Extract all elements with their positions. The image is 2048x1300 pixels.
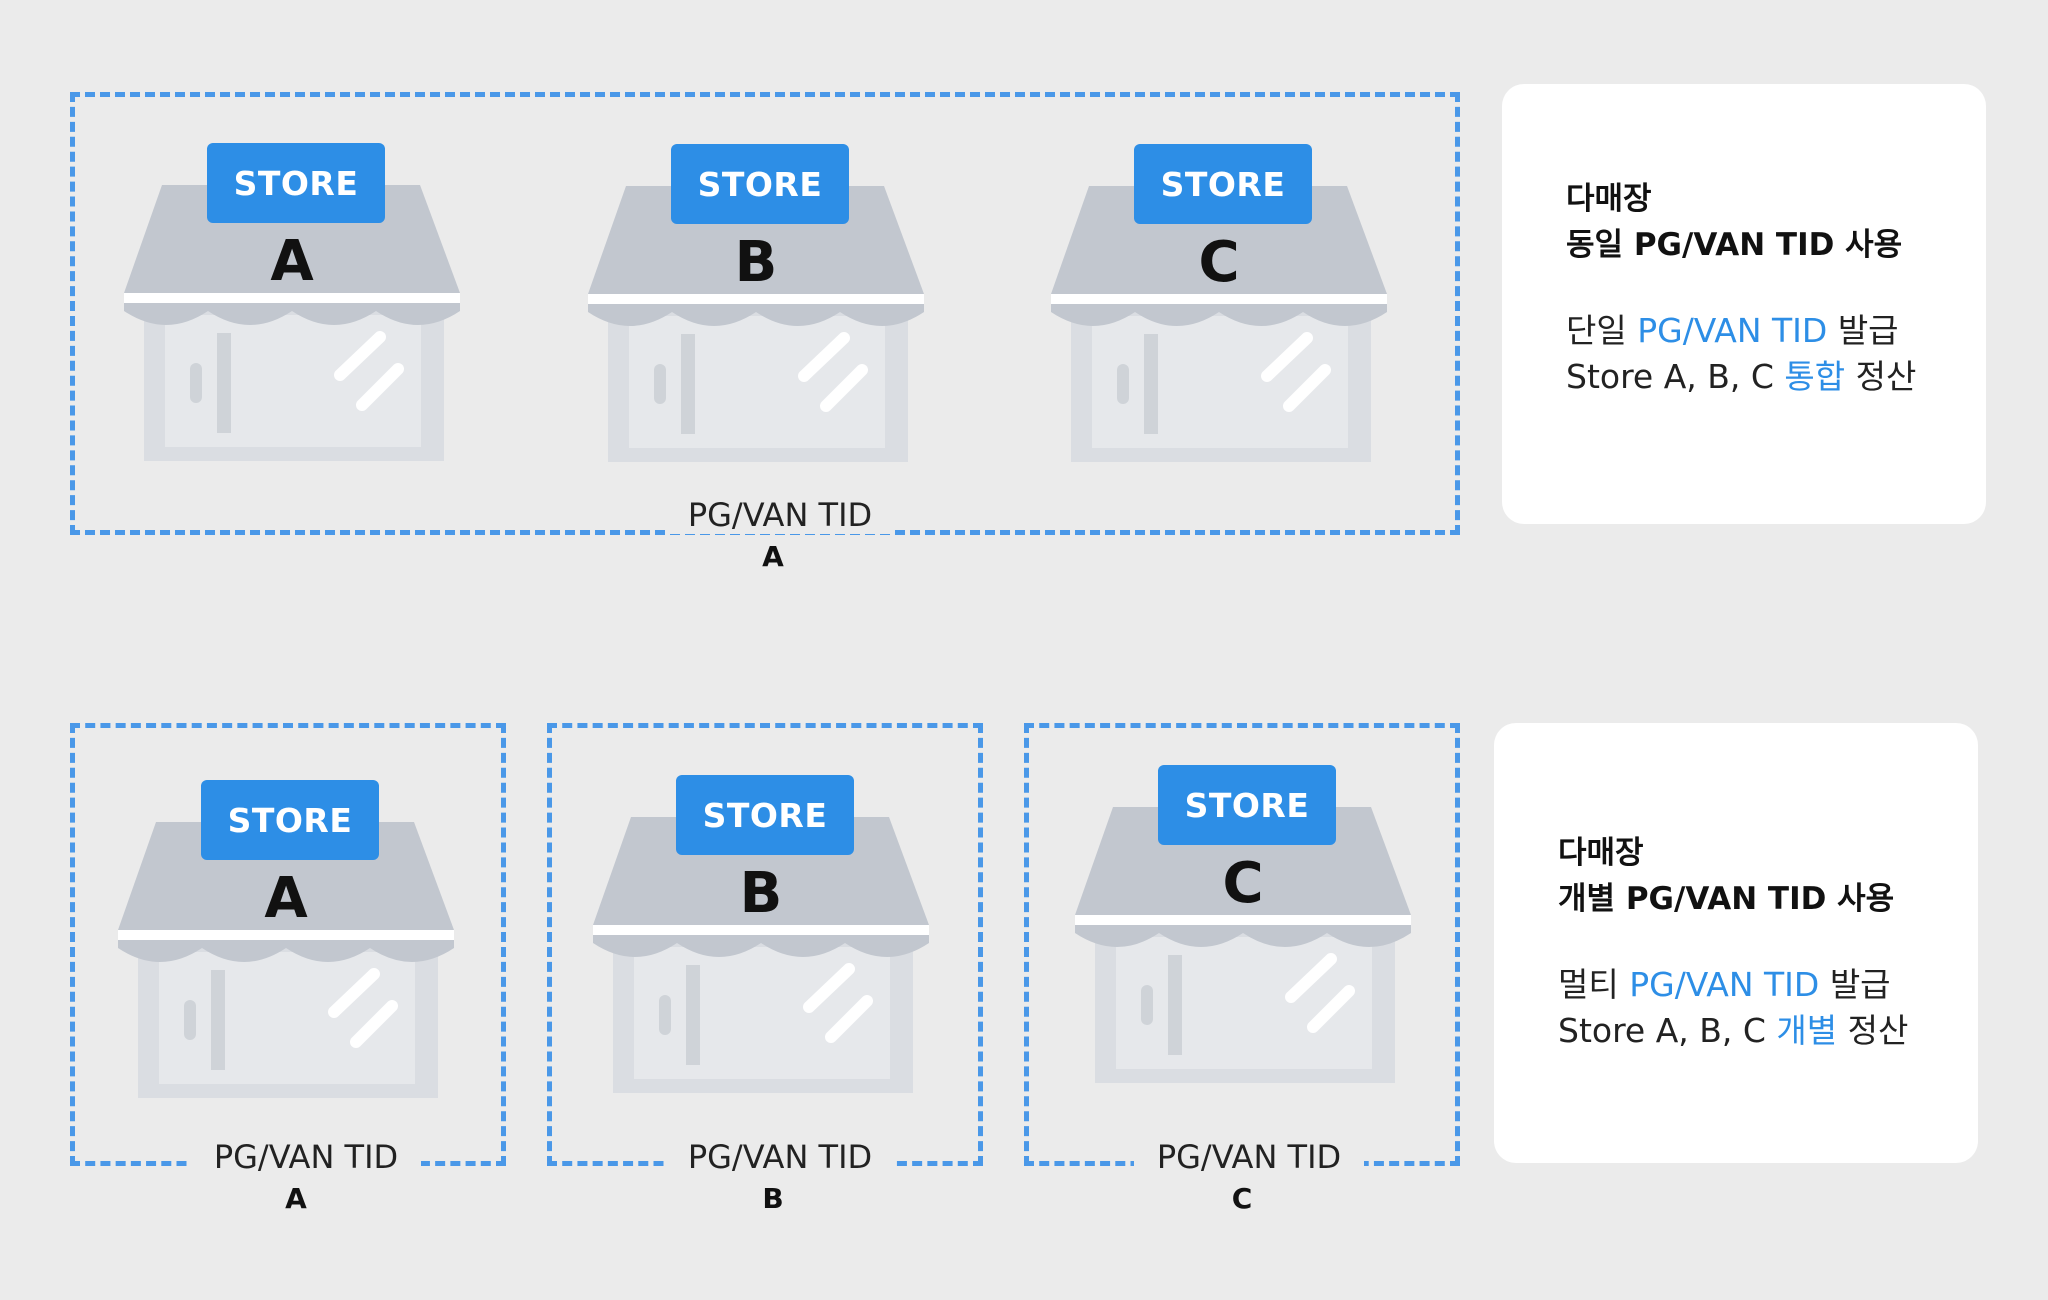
tid-letter: B	[762, 1182, 784, 1215]
card-description: 멀티 PG/VAN TID 발급 Store A, B, C 개별 정산	[1558, 965, 1909, 1050]
store-letter: A	[264, 866, 308, 931]
store-sign: STORE	[676, 775, 854, 855]
store-c-icon: STORE C	[1073, 765, 1413, 1085]
tid-letter: A	[762, 540, 784, 573]
tid-label: PG/VAN TID	[1134, 1138, 1364, 1176]
store-letter: B	[739, 861, 783, 926]
card-title: 다매장 개별 PG/VAN TID 사용	[1558, 835, 1895, 917]
info-card-individual: 다매장 개별 PG/VAN TID 사용 멀티 PG/VAN TID 발급 St…	[1494, 723, 1978, 1163]
store-a-icon: STORE A	[122, 143, 462, 463]
tid-label: PG/VAN TID	[665, 1138, 895, 1176]
store-sign: STORE	[671, 144, 849, 224]
store-c-icon: STORE C	[1049, 144, 1389, 464]
store-letter: C	[1198, 230, 1240, 295]
store-a-icon: STORE A	[116, 780, 456, 1100]
store-sign: STORE	[1158, 765, 1336, 845]
store-letter: B	[734, 230, 778, 295]
card-description: 단일 PG/VAN TID 발급 Store A, B, C 통합 정산	[1566, 311, 1917, 396]
store-b-icon: STORE B	[591, 775, 931, 1095]
store-sign: STORE	[201, 780, 379, 860]
tid-label: PG/VAN TID	[665, 496, 895, 534]
info-card-shared: 다매장 동일 PG/VAN TID 사용 단일 PG/VAN TID 발급 St…	[1502, 84, 1986, 524]
store-letter: C	[1222, 851, 1264, 916]
tid-label: PG/VAN TID	[191, 1138, 421, 1176]
store-sign: STORE	[207, 143, 385, 223]
store-letter: A	[270, 229, 314, 294]
store-sign: STORE	[1134, 144, 1312, 224]
store-b-icon: STORE B	[586, 144, 926, 464]
card-title: 다매장 동일 PG/VAN TID 사용	[1566, 181, 1903, 263]
tid-letter: C	[1231, 1182, 1253, 1215]
tid-letter: A	[285, 1182, 307, 1215]
